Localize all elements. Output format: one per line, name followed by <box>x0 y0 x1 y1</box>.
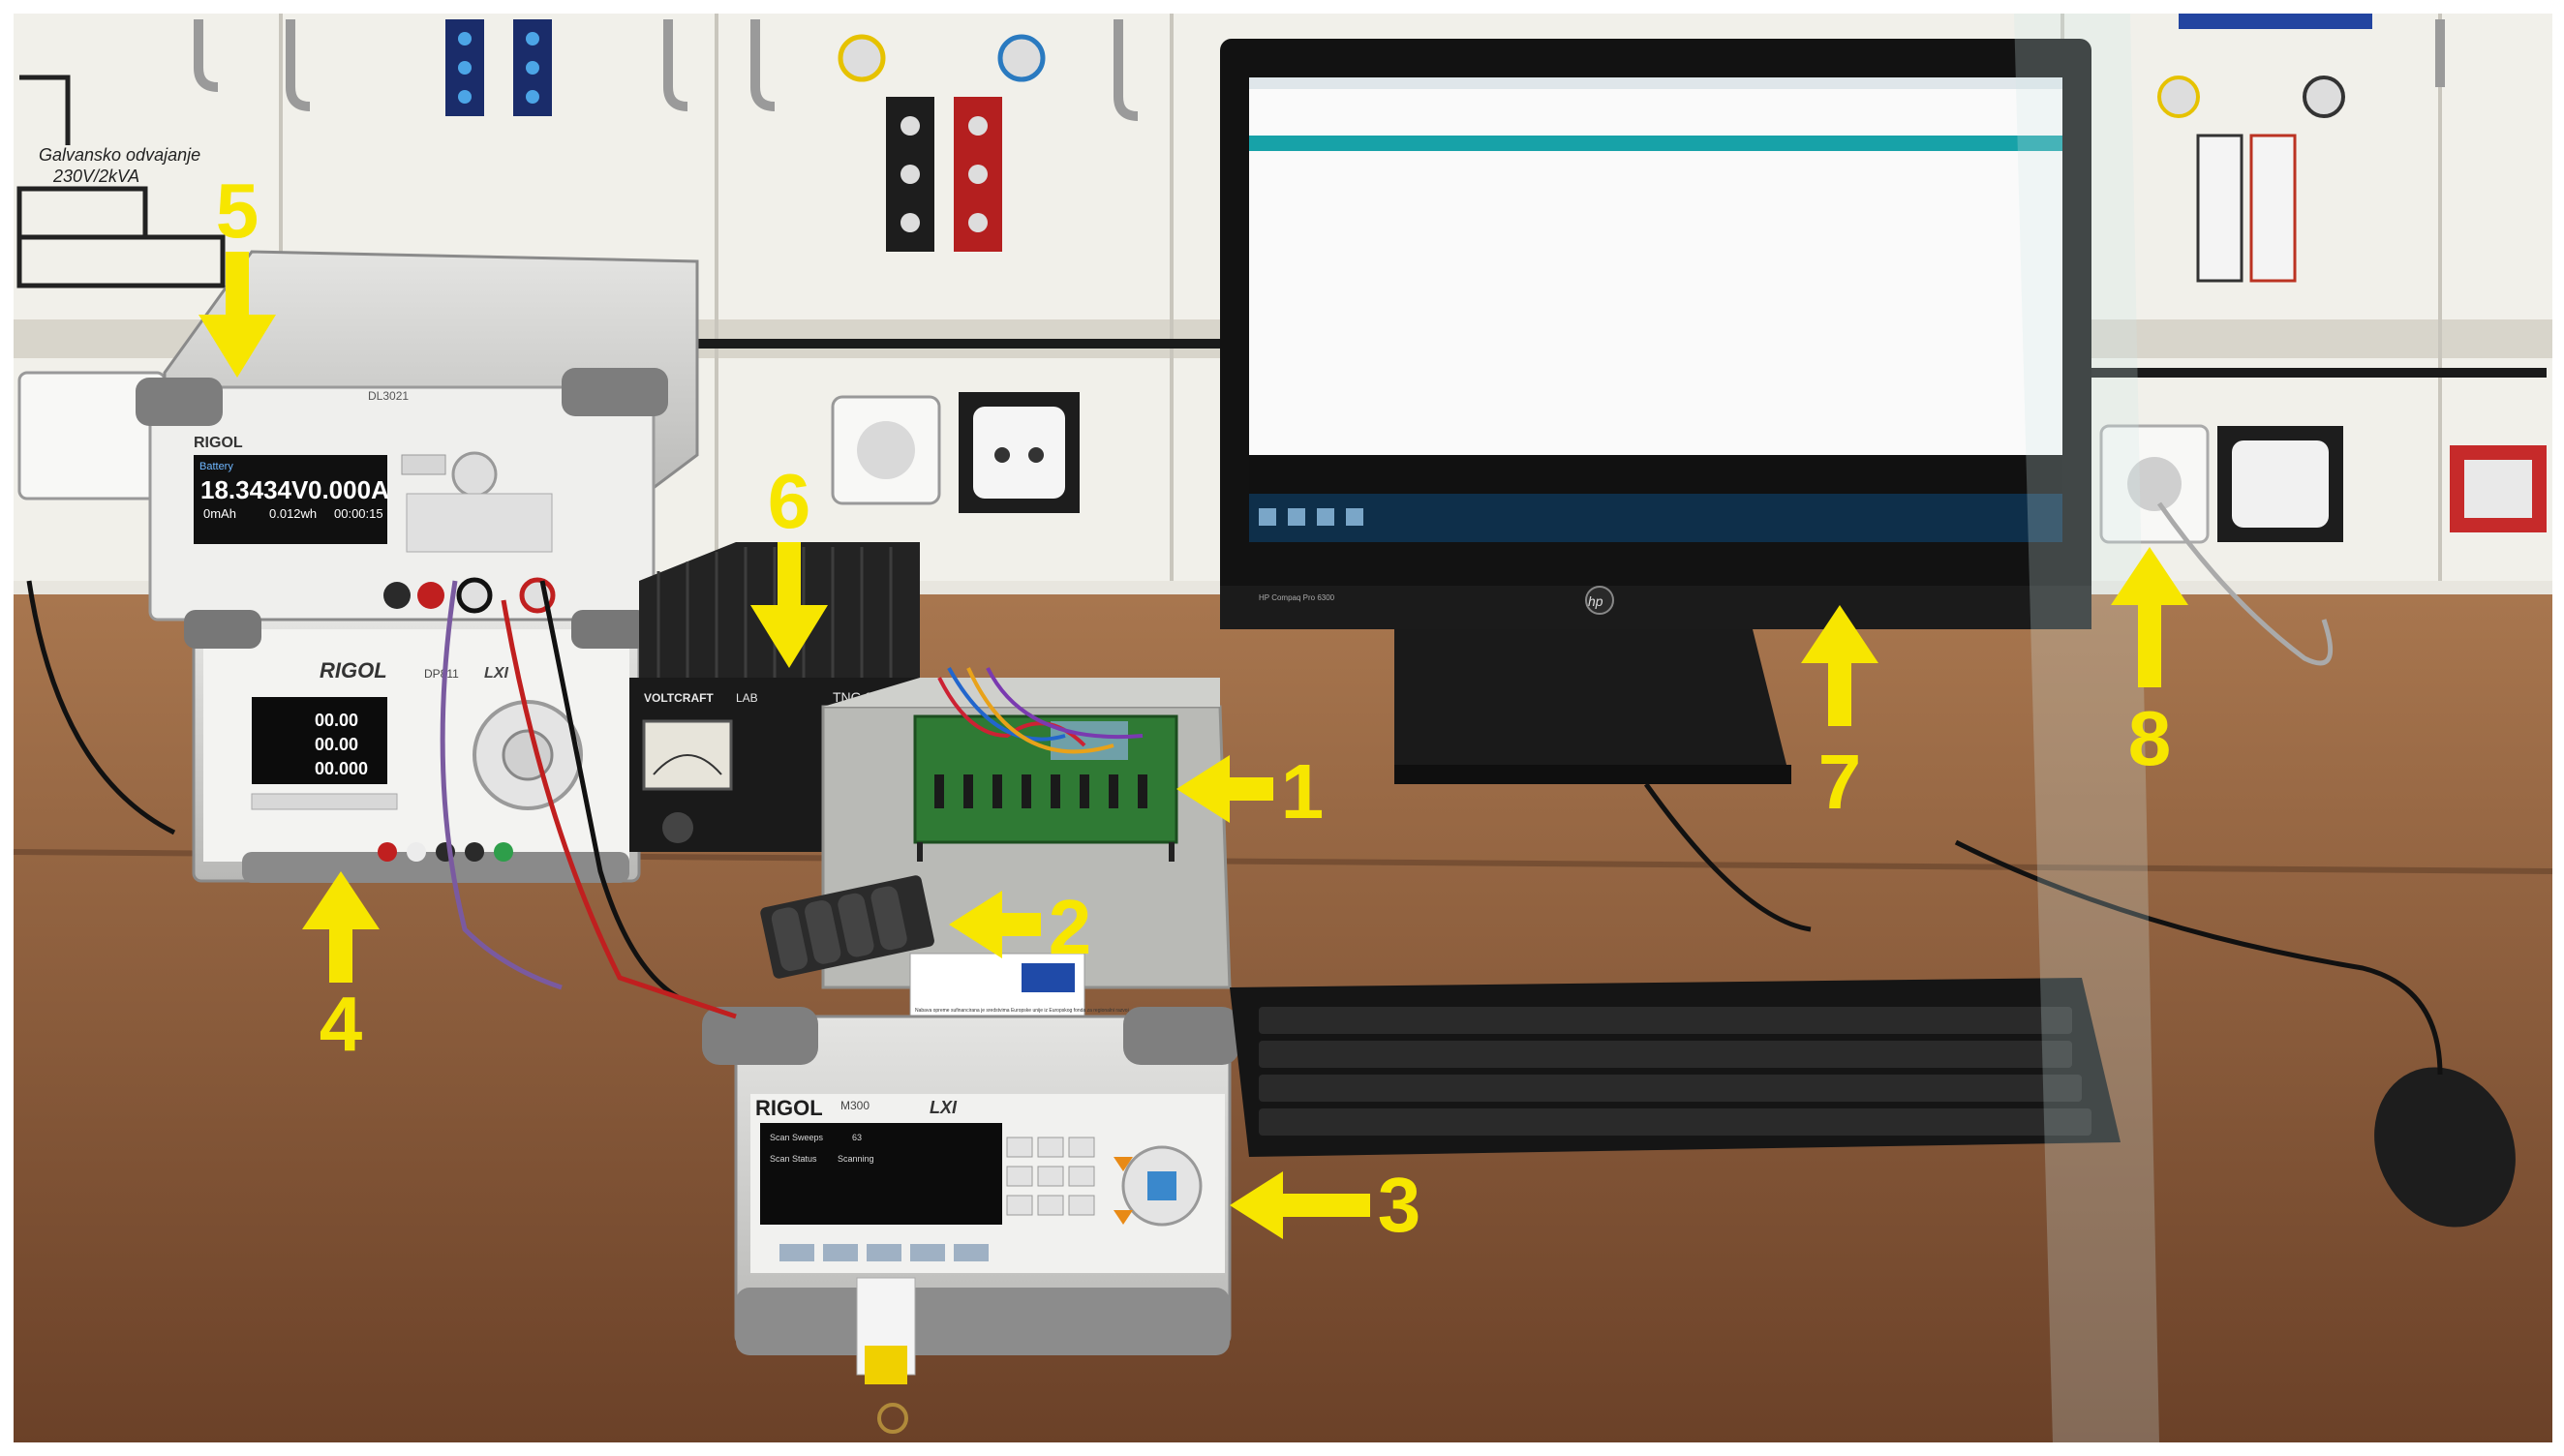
electronic-load-brand: RIGOL <box>194 435 243 451</box>
callout-5: 5 <box>198 167 276 378</box>
electronic-load-mode: Battery <box>199 461 233 472</box>
cables <box>26 501 2443 1076</box>
callout-3: 3 <box>1230 1162 1420 1248</box>
keyboard <box>1230 978 2121 1157</box>
battery-pack <box>760 875 934 979</box>
rigol-dp811-power-supply: RIGOL DP811 LXI 00.00 00.00 00.000 <box>184 610 649 883</box>
daq-lxi: LXI <box>930 1098 958 1117</box>
microcontroller-board <box>913 667 1178 862</box>
callout-4: 4 <box>302 871 380 1067</box>
callout-label-2: 2 <box>1049 884 1092 970</box>
daq-model: M300 <box>840 1099 870 1112</box>
daq-line-2-label: Scan Status <box>770 1154 817 1164</box>
dp-readout-2: 00.00 <box>315 735 358 754</box>
electronic-load-capacity: 0mAh <box>203 506 236 521</box>
electronic-load-voltage: 18.3434V <box>200 475 309 504</box>
dp-lxi: LXI <box>484 665 508 682</box>
glass-partition <box>2014 14 2159 1442</box>
callout-label-4: 4 <box>320 981 363 1067</box>
dp-readout-3: 00.000 <box>315 759 368 778</box>
dp-screen <box>252 697 387 784</box>
daq-brand: RIGOL <box>755 1096 823 1120</box>
daq-line-2-value: Scanning <box>838 1154 874 1164</box>
electronic-load-model: DL3021 <box>368 389 409 403</box>
electronic-load-current: 0.000A <box>308 475 389 504</box>
rigol-m300-data-acquisition: RIGOL M300 LXI Scan Sweeps 63 Scan Statu… <box>702 1007 1239 1434</box>
mouse <box>2374 1067 2516 1228</box>
callout-label-8: 8 <box>2128 695 2172 781</box>
panel-title: Galvansko odvajanje <box>39 145 200 165</box>
rigol-dl3021-electronic-load: RIGOL DL3021 Battery 18.3434V 0.000A 0mA… <box>136 250 699 622</box>
hp-all-in-one-pc: hp HP Compaq Pro 6300 <box>1220 39 2091 784</box>
callouts: 5 6 1 2 3 4 <box>198 167 2188 1248</box>
callout-1: 1 <box>1176 748 1324 834</box>
callout-8: 8 <box>2111 547 2188 781</box>
daq-screen <box>760 1123 1002 1225</box>
callout-7: 7 <box>1801 605 1878 825</box>
callout-label-3: 3 <box>1378 1162 1421 1248</box>
voltcraft-lab: LAB <box>736 691 758 705</box>
daq-line-1-label: Scan Sweeps <box>770 1133 824 1142</box>
electronic-load-screen <box>194 455 387 544</box>
callout-2: 2 <box>949 884 1091 970</box>
electronic-load-time: 00:00:15 <box>334 506 383 521</box>
callout-label-7: 7 <box>1818 739 1862 825</box>
callout-6: 6 <box>750 458 828 668</box>
dp-readout-1: 00.00 <box>315 711 358 730</box>
monitor-brand: hp <box>1588 593 1603 609</box>
electronic-load-energy: 0.012wh <box>269 506 317 521</box>
voltcraft-brand: VOLTCRAFT <box>644 691 714 705</box>
callout-label-1: 1 <box>1281 748 1325 834</box>
panel-rating: 230V/2kVA <box>52 167 139 186</box>
eu-sticker-text: Nabava opreme sufinancirana je sredstvim… <box>915 1008 1129 1014</box>
daq-line-1-value: 63 <box>852 1133 862 1142</box>
dp-model: DP811 <box>424 667 459 681</box>
callout-label-6: 6 <box>768 458 811 544</box>
callout-label-5: 5 <box>216 167 259 254</box>
monitor-model: HP Compaq Pro 6300 <box>1259 593 1335 602</box>
dp-brand: RIGOL <box>320 658 387 682</box>
